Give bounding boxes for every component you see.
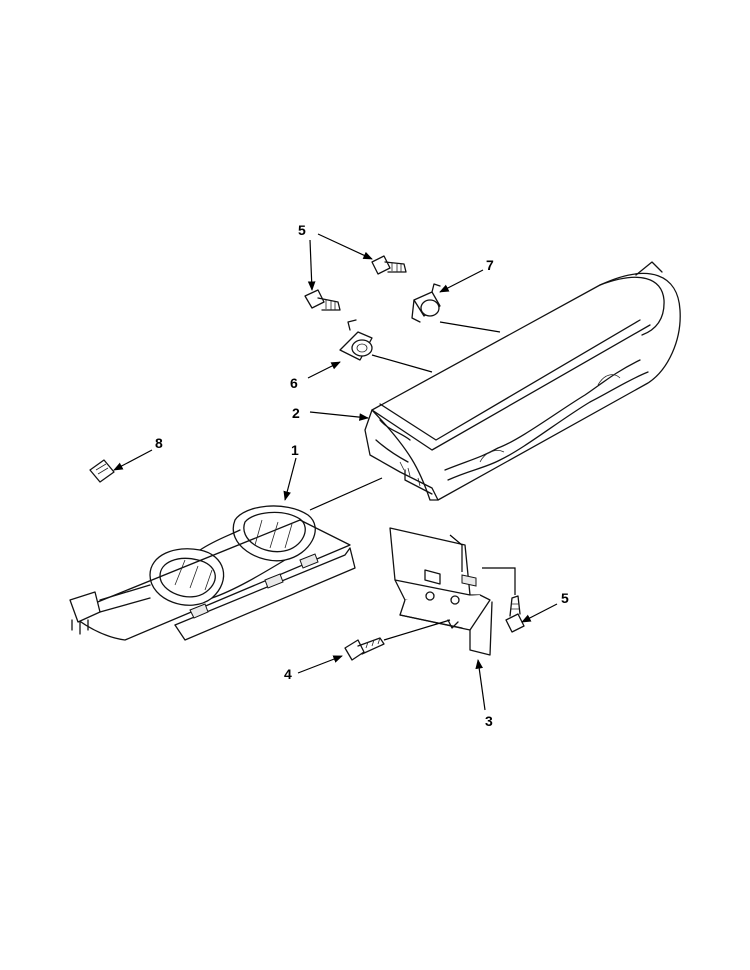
callout-5-top: 5	[298, 222, 306, 238]
thermal-fuse-7[interactable]	[411, 283, 441, 323]
clip-8[interactable]	[89, 459, 115, 483]
callout-leaders	[113, 233, 558, 711]
thermostat-6[interactable]	[339, 319, 373, 361]
callout-6: 6	[290, 375, 298, 391]
screw-5-upper[interactable]	[371, 255, 407, 275]
callout-8: 8	[155, 435, 163, 451]
callout-5-right: 5	[561, 590, 569, 606]
screw-5-left[interactable]	[304, 289, 341, 311]
callout-1: 1	[291, 442, 299, 458]
heater-duct-housing[interactable]	[364, 261, 681, 501]
heating-element[interactable]	[69, 505, 356, 641]
mounting-bracket[interactable]	[389, 527, 493, 656]
screw-5-right[interactable]	[505, 595, 525, 633]
callout-2: 2	[292, 405, 300, 421]
callout-4: 4	[284, 666, 292, 682]
callout-numbers: 1 2 3 4 5 5 6 7 8	[155, 222, 569, 729]
callout-3: 3	[485, 713, 493, 729]
assembly-lines	[309, 321, 516, 641]
screw-4[interactable]	[344, 637, 385, 661]
callout-7: 7	[486, 257, 494, 273]
